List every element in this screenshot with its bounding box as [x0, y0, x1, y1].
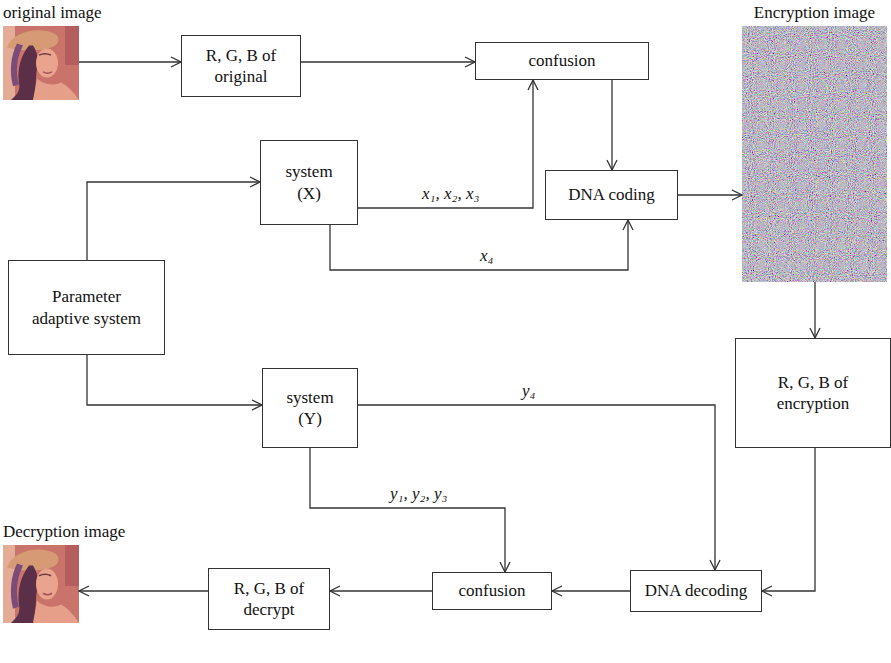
- image-panel: Encryption image: [742, 26, 887, 282]
- image-panel: Decryption image: [3, 545, 79, 623]
- process-box: R, G, B of decrypt: [208, 568, 330, 630]
- signal-label: y₄: [520, 381, 537, 401]
- flow-arrow: [79, 590, 208, 591]
- process-box: R, G, B of original: [181, 35, 301, 97]
- flow-arrow: [79, 61, 181, 62]
- flow-arrow: [814, 282, 815, 338]
- flow-arrow: [87, 182, 260, 260]
- box-label: confusion: [528, 50, 595, 71]
- process-box: R, G, B of encryption: [735, 338, 891, 448]
- process-box: DNA decoding: [630, 570, 762, 612]
- flow-arrow: [358, 405, 715, 570]
- flow-arrow: [301, 61, 475, 62]
- box-label: DNA decoding: [645, 580, 747, 601]
- box-label: Parameter adaptive system: [28, 286, 146, 329]
- flow-arrow: [611, 80, 612, 170]
- box-label: confusion: [458, 580, 525, 601]
- flow-arrow: [762, 448, 815, 591]
- lena-picture: [3, 26, 79, 100]
- flow-arrow: [678, 194, 742, 195]
- flow-arrow: [552, 590, 630, 591]
- box-label: system (X): [279, 161, 339, 204]
- signal-label: x₄: [478, 246, 495, 266]
- flow-arrow: [330, 220, 628, 270]
- box-label: R, G, B of decrypt: [215, 578, 323, 621]
- process-box: confusion: [475, 42, 649, 80]
- process-box: DNA coding: [545, 170, 678, 220]
- process-box: confusion: [432, 572, 552, 610]
- system-box: system (Y): [262, 368, 358, 448]
- image-heading: Decryption image: [3, 522, 125, 542]
- flow-arrow: [87, 355, 262, 405]
- signal-label: x₁, x₂, x₃: [420, 184, 481, 204]
- box-label: DNA coding: [568, 184, 654, 205]
- box-label: R, G, B of encryption: [742, 372, 884, 415]
- system-box: system (X): [260, 140, 358, 225]
- image-panel: original image: [3, 26, 79, 100]
- image-heading: original image: [3, 3, 102, 23]
- image-heading: Encryption image: [754, 3, 875, 23]
- system-box: Parameter adaptive system: [8, 260, 165, 355]
- box-label: R, G, B of original: [188, 45, 294, 88]
- flow-arrow: [358, 80, 533, 208]
- signal-label: y₁, y₂, y₃: [388, 484, 449, 504]
- noise-picture: [742, 26, 887, 282]
- lena-picture: [3, 545, 79, 623]
- box-label: system (Y): [280, 387, 340, 430]
- flow-arrow: [310, 448, 505, 572]
- flow-arrow: [330, 590, 432, 591]
